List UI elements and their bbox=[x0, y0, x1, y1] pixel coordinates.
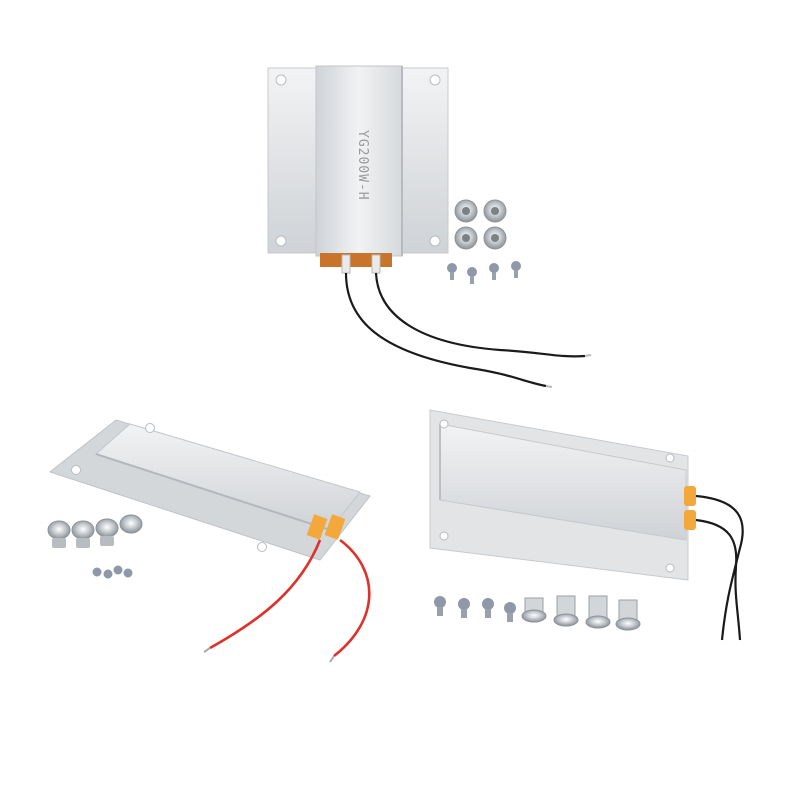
screw bbox=[504, 602, 516, 622]
mount-hole bbox=[439, 419, 449, 429]
mount-hole bbox=[145, 423, 155, 433]
screw bbox=[482, 598, 494, 618]
mount-hole bbox=[429, 235, 441, 247]
mount-hole bbox=[665, 453, 675, 463]
screw bbox=[447, 263, 457, 280]
terminal bbox=[684, 510, 696, 530]
right-heater-wire bbox=[695, 518, 742, 641]
top-heater-raised-body bbox=[315, 65, 403, 257]
standoff bbox=[71, 520, 95, 540]
terminal bbox=[306, 514, 328, 540]
top-heater-insulation-film bbox=[320, 253, 392, 267]
terminal bbox=[684, 486, 696, 506]
terminal bbox=[324, 514, 346, 540]
top-accessories bbox=[447, 199, 521, 284]
right-heater bbox=[429, 409, 744, 641]
mount-hole bbox=[429, 74, 441, 86]
screw bbox=[458, 598, 470, 618]
terminal bbox=[341, 254, 351, 274]
left-accessories bbox=[47, 514, 143, 579]
mount-hole bbox=[665, 563, 675, 573]
left-heater-wire bbox=[333, 538, 371, 658]
top-heater-wire bbox=[344, 272, 547, 388]
mount-hole bbox=[275, 74, 287, 86]
mount-hole bbox=[439, 531, 449, 541]
screw bbox=[489, 263, 499, 280]
screw bbox=[113, 565, 123, 575]
screw bbox=[92, 567, 102, 577]
right-accessories bbox=[434, 595, 641, 631]
standoff bbox=[615, 599, 641, 631]
standoff bbox=[553, 595, 579, 627]
screw bbox=[434, 596, 446, 616]
mount-hole bbox=[275, 235, 287, 247]
screw bbox=[123, 568, 133, 578]
standoff bbox=[95, 518, 119, 538]
top-heater bbox=[267, 65, 592, 388]
top-heater-wire bbox=[374, 272, 586, 358]
standoff bbox=[585, 595, 611, 629]
right-heater-wire bbox=[695, 494, 744, 641]
left-heater-wire bbox=[209, 539, 322, 650]
screw bbox=[103, 569, 113, 579]
mount-hole bbox=[257, 542, 267, 552]
standoff bbox=[521, 597, 547, 623]
standoff bbox=[47, 520, 71, 540]
mount-hole bbox=[71, 465, 81, 475]
top-heater-model-text: YG200W-H bbox=[355, 130, 370, 201]
standoff bbox=[119, 514, 143, 534]
left-heater bbox=[48, 419, 371, 663]
screw bbox=[467, 267, 477, 284]
screw bbox=[511, 261, 521, 278]
terminal bbox=[371, 254, 381, 274]
